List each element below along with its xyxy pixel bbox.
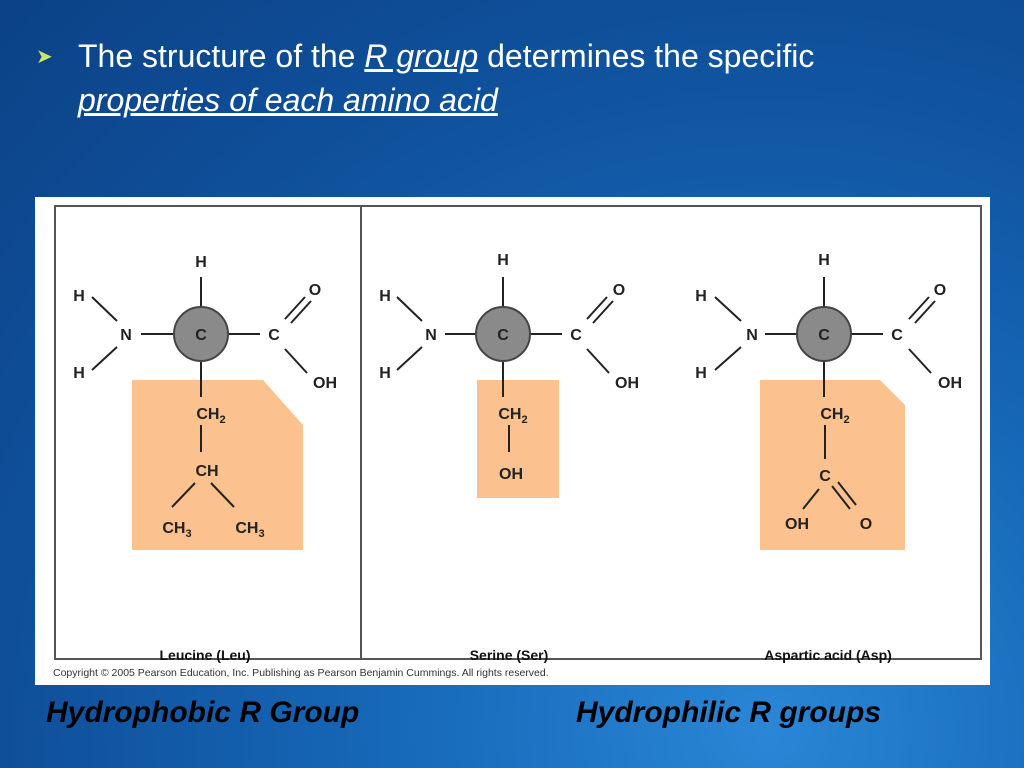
- svg-text:OH: OH: [499, 466, 523, 483]
- aspartic-r-group-box: [760, 380, 905, 550]
- svg-text:H: H: [73, 288, 85, 305]
- svg-text:CH2: CH2: [820, 406, 849, 426]
- svg-text:CH2: CH2: [196, 406, 225, 426]
- leucine-alpha-carbon: [173, 306, 229, 362]
- svg-text:C: C: [497, 327, 509, 344]
- svg-text:H: H: [73, 365, 85, 382]
- r-group-link: R group: [364, 38, 479, 74]
- leucine-label: Leucine (Leu): [159, 647, 250, 663]
- svg-text:O: O: [309, 282, 321, 299]
- leucine-r-group-box: [132, 380, 303, 550]
- svg-text:H: H: [497, 252, 509, 269]
- hydrophilic-caption: Hydrophilic R groups: [576, 696, 882, 729]
- svg-text:H: H: [195, 254, 207, 271]
- svg-text:N: N: [425, 327, 437, 344]
- svg-text:N: N: [120, 327, 132, 344]
- svg-text:C: C: [818, 327, 830, 344]
- svg-text:OH: OH: [785, 516, 809, 533]
- amino-acid-figure: C H N H H C O OH CH2 CH CH3 CH3: [35, 197, 990, 685]
- svg-text:H: H: [379, 365, 391, 382]
- svg-text:CH3: CH3: [162, 520, 191, 540]
- svg-text:O: O: [613, 282, 625, 299]
- svg-text:OH: OH: [938, 375, 962, 392]
- copyright-text: Copyright © 2005 Pearson Education, Inc.…: [53, 667, 549, 679]
- svg-text:C: C: [195, 327, 207, 344]
- serine-r-group-box: [477, 380, 559, 498]
- aspartic-alpha-carbon: [796, 306, 852, 362]
- svg-text:CH2: CH2: [498, 406, 527, 426]
- svg-text:C: C: [891, 327, 903, 344]
- svg-text:OH: OH: [615, 375, 639, 392]
- amino-acid-diagram: C H N H H C O OH CH2 CH CH3 CH3: [53, 205, 982, 679]
- serine-label: Serine (Ser): [470, 647, 549, 663]
- svg-text:H: H: [379, 288, 391, 305]
- aspartic-acid-structure: C H N H H C O OH CH2 C OH O: [695, 252, 962, 550]
- bullet-text-part: determines the specific: [478, 38, 815, 74]
- svg-text:C: C: [268, 327, 280, 344]
- svg-text:H: H: [695, 365, 707, 382]
- leucine-structure: C H N H H C O OH CH2 CH CH3 CH3: [73, 254, 337, 550]
- arrow-bullet-icon: ➤: [36, 46, 53, 68]
- figure-frame: [54, 205, 982, 660]
- properties-link: properties of each amino acid: [78, 82, 498, 118]
- svg-text:O: O: [934, 282, 946, 299]
- svg-text:CH: CH: [195, 463, 218, 480]
- serine-structure: C H N H H C O OH CH2 OH: [379, 252, 639, 498]
- bullet-point: ➤ The structure of the R group determine…: [36, 34, 996, 122]
- serine-alpha-carbon: [475, 306, 531, 362]
- svg-text:OH: OH: [313, 375, 337, 392]
- svg-text:N: N: [746, 327, 758, 344]
- svg-text:H: H: [695, 288, 707, 305]
- hydrophobic-caption: Hydrophobic R Group: [46, 696, 360, 729]
- bullet-text-part: The structure of the: [78, 38, 365, 74]
- bullet-text: The structure of the R group determines …: [78, 34, 996, 122]
- svg-text:O: O: [860, 516, 872, 533]
- aspartic-acid-label: Aspartic acid (Asp): [764, 647, 892, 663]
- svg-text:CH3: CH3: [235, 520, 264, 540]
- svg-text:C: C: [570, 327, 582, 344]
- svg-text:C: C: [819, 468, 831, 485]
- svg-text:H: H: [818, 252, 830, 269]
